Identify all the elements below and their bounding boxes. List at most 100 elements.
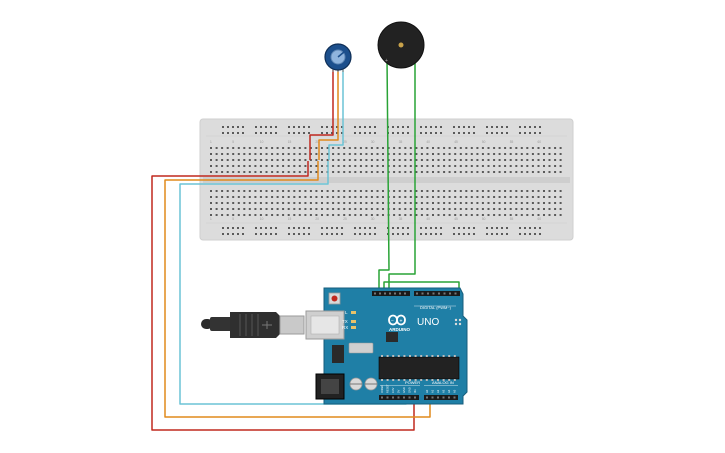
breadboard-hole (298, 196, 301, 198)
breadboard-hole (309, 159, 312, 161)
breadboard-hole (287, 190, 290, 192)
breadboard-hole (459, 214, 462, 216)
breadboard-column-number: 55 (510, 140, 514, 144)
breadboard-rail-hole (453, 227, 455, 229)
breadboard-hole (515, 202, 518, 204)
breadboard-rail-hole (232, 233, 234, 235)
breadboard-hole (315, 202, 318, 204)
digital-pin (432, 292, 435, 295)
digital-pin (443, 292, 446, 295)
breadboard-hole (326, 196, 329, 198)
breadboard-column-number: 40 (426, 217, 430, 221)
chip-pin (431, 355, 434, 357)
arduino-atmega-chip (378, 356, 460, 380)
breadboard-hole (259, 171, 262, 173)
breadboard-hole (543, 171, 545, 173)
breadboard-hole (304, 147, 307, 149)
breadboard-hole (337, 214, 340, 216)
breadboard-hole (498, 196, 501, 198)
breadboard-hole (304, 196, 307, 198)
breadboard-hole (221, 159, 224, 161)
breadboard-hole (248, 153, 251, 155)
breadboard-hole (393, 202, 396, 204)
breadboard-hole (359, 190, 362, 192)
breadboard-hole (420, 208, 423, 210)
breadboard-hole (343, 153, 346, 155)
breadboard-hole (243, 214, 246, 216)
breadboard-hole (409, 147, 412, 149)
breadboard-hole (265, 202, 268, 204)
breadboard-rail-hole (496, 126, 498, 128)
breadboard-rail-hole (458, 132, 460, 134)
breadboard-hole (210, 196, 212, 198)
breadboard-hole (271, 214, 274, 216)
breadboard-hole (404, 196, 407, 198)
breadboard-rail-hole (440, 233, 442, 235)
breadboard-rail-hole (392, 233, 394, 235)
breadboard-hole (498, 190, 501, 192)
breadboard-hole (448, 171, 451, 173)
chip-pin (386, 379, 389, 381)
breadboard-rail-hole (501, 227, 503, 229)
power-pin (414, 396, 416, 399)
breadboard-hole (237, 202, 240, 204)
breadboard-hole (215, 190, 218, 192)
breadboard-hole (415, 214, 418, 216)
breadboard-hole (476, 214, 479, 216)
breadboard-hole (365, 171, 368, 173)
breadboard-hole (443, 171, 446, 173)
breadboard-hole (548, 147, 551, 149)
breadboard-hole (348, 147, 351, 149)
breadboard-hole (437, 196, 440, 198)
breadboard-hole (237, 208, 240, 210)
breadboard-rail-hole (519, 126, 521, 128)
breadboard-rail-hole (425, 126, 427, 128)
breadboard-hole (298, 214, 301, 216)
breadboard-hole (554, 147, 557, 149)
breadboard-hole (465, 208, 468, 210)
usb-cable-strain-relief (210, 317, 232, 331)
breadboard-hole (465, 165, 468, 167)
breadboard-hole (332, 159, 335, 161)
analog-label: ANALOG IN (432, 380, 454, 385)
analog-header (424, 395, 458, 400)
breadboard-hole (493, 159, 496, 161)
breadboard-rail-hole (463, 227, 465, 229)
digital-pin (449, 292, 451, 295)
breadboard-hole (448, 208, 451, 210)
breadboard-rail-hole (265, 132, 267, 134)
breadboard-hole (293, 196, 296, 198)
breadboard-hole (487, 196, 490, 198)
breadboard-hole (554, 171, 557, 173)
breadboard-rail-hole (524, 227, 526, 229)
breadboard-rail-hole (255, 233, 257, 235)
breadboard-hole (309, 153, 312, 155)
breadboard-hole (232, 165, 235, 167)
breadboard-column-number: 10 (260, 140, 264, 144)
breadboard-hole (332, 190, 335, 192)
breadboard-hole (426, 208, 429, 210)
breadboard-hole (548, 208, 551, 210)
breadboard-hole (237, 190, 240, 192)
breadboard-rail-hole (341, 227, 343, 229)
wire-green-buzzer-left (378, 57, 390, 291)
breadboard-hole (237, 196, 240, 198)
breadboard-hole (254, 165, 257, 167)
breadboard-hole (365, 159, 368, 161)
breadboard-hole (554, 165, 557, 167)
breadboard-rail-hole (420, 233, 422, 235)
breadboard-hole (304, 208, 307, 210)
breadboard-hole (448, 190, 451, 192)
breadboard-hole (382, 208, 384, 210)
breadboard-hole (426, 196, 429, 198)
breadboard-hole (304, 214, 307, 216)
breadboard-hole (315, 208, 318, 210)
breadboard-hole (265, 214, 268, 216)
breadboard-rail-hole (506, 132, 508, 134)
breadboard-rail-hole (458, 233, 460, 235)
breadboard-hole (454, 153, 457, 155)
breadboard-hole (337, 153, 340, 155)
breadboard-hole (409, 153, 412, 155)
breadboard-hole (215, 171, 218, 173)
breadboard-rail-hole (255, 132, 257, 134)
